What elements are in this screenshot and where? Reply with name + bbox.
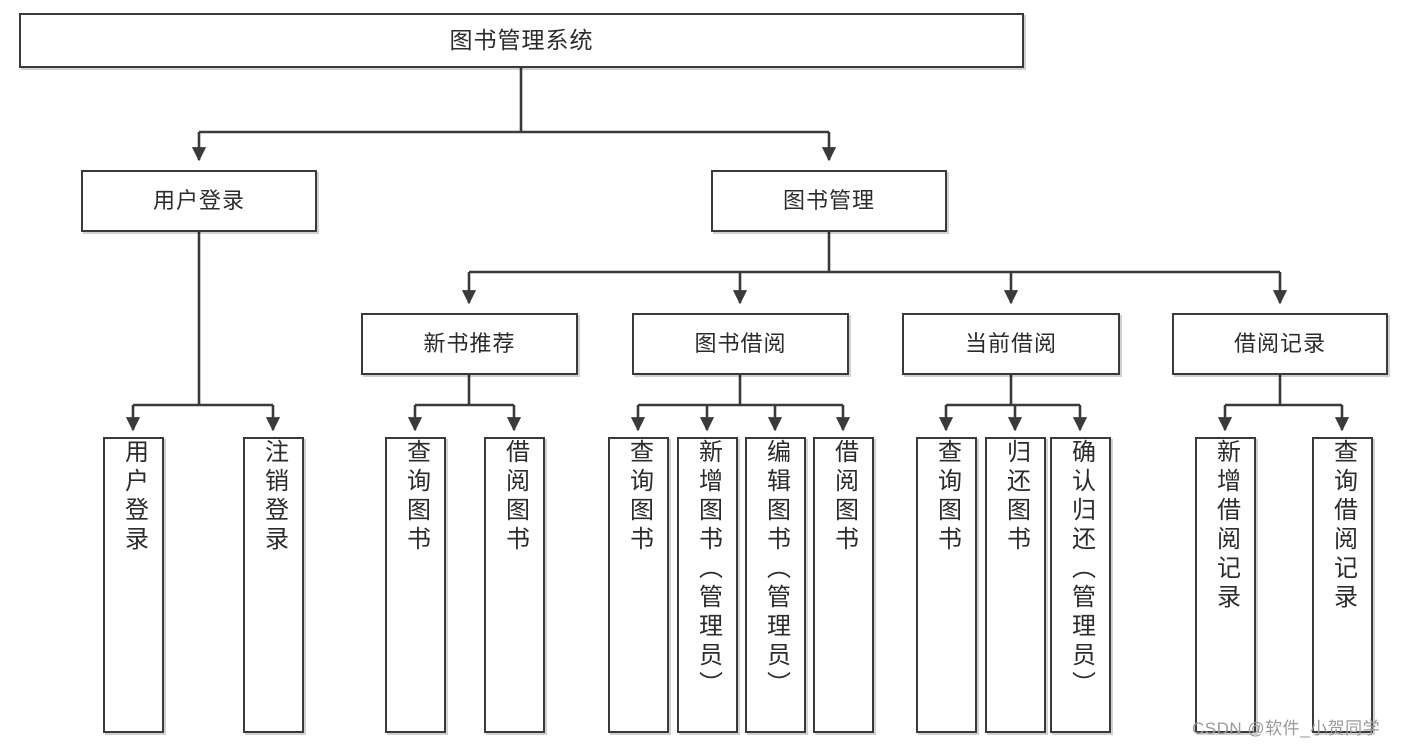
csdn-watermark: CSDN @软件_小贺同学 (1192, 719, 1381, 738)
node-label: 图书管理 (782, 188, 875, 214)
leaf-borrow-book[interactable]: 借阅图书 (813, 437, 874, 733)
leaf-add-borrow-record[interactable]: 新增借阅记录 (1195, 437, 1256, 733)
node-label: 当前借阅 (964, 331, 1057, 357)
node-label: 查询借阅记录 (1329, 439, 1357, 613)
node-label: 用户登录 (152, 188, 245, 214)
node-label: 查询图书 (402, 439, 430, 555)
node-label: 确认归还（管理员） (1067, 439, 1095, 700)
node-label: 新增借阅记录 (1212, 439, 1240, 613)
leaf-edit-book-admin[interactable]: 编辑图书（管理员） (745, 437, 806, 733)
node-label: 归还图书 (1002, 439, 1030, 555)
node-label: 用户登录 (120, 439, 148, 555)
node-label: 图书借阅 (694, 331, 787, 357)
leaf-add-book-admin[interactable]: 新增图书（管理员） (677, 437, 738, 733)
node-label: 新增图书（管理员） (694, 439, 722, 700)
node-label: 借阅图书 (830, 439, 858, 555)
node-label: 图书管理系统 (449, 27, 594, 54)
leaf-user-login[interactable]: 用户登录 (103, 437, 164, 733)
leaf-borrow-book-recommend[interactable]: 借阅图书 (484, 437, 545, 733)
leaf-logout[interactable]: 注销登录 (243, 437, 304, 733)
node-root-system[interactable]: 图书管理系统 (19, 13, 1024, 68)
node-new-book-recommend[interactable]: 新书推荐 (361, 313, 578, 375)
leaf-confirm-return-admin[interactable]: 确认归还（管理员） (1050, 437, 1111, 733)
node-book-management[interactable]: 图书管理 (711, 170, 947, 232)
node-current-borrow[interactable]: 当前借阅 (902, 313, 1120, 375)
leaf-query-book-current[interactable]: 查询图书 (916, 437, 977, 733)
leaf-query-book-borrow[interactable]: 查询图书 (608, 437, 669, 733)
node-user-login[interactable]: 用户登录 (81, 170, 317, 232)
leaf-return-book[interactable]: 归还图书 (985, 437, 1046, 733)
node-label: 新书推荐 (423, 331, 516, 357)
node-borrow-record[interactable]: 借阅记录 (1172, 313, 1388, 375)
node-label: 借阅图书 (501, 439, 529, 555)
node-label: 注销登录 (260, 439, 288, 555)
node-book-borrow[interactable]: 图书借阅 (632, 313, 849, 375)
node-label: 借阅记录 (1233, 331, 1326, 357)
node-label: 查询图书 (933, 439, 961, 555)
node-label: 查询图书 (625, 439, 653, 555)
leaf-query-borrow-record[interactable]: 查询借阅记录 (1312, 437, 1373, 733)
node-label: 编辑图书（管理员） (762, 439, 790, 700)
leaf-query-book-recommend[interactable]: 查询图书 (385, 437, 446, 733)
